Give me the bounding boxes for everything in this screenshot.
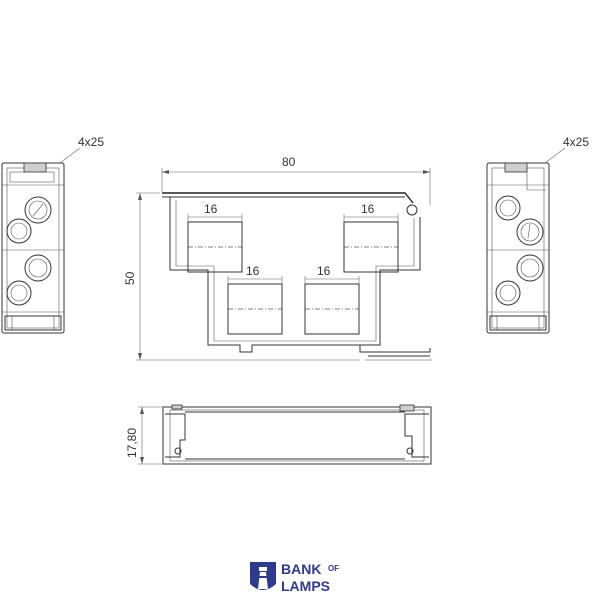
right-view-label: 4x25 [563,135,589,149]
bank-of-lamps-logo: BANK OF LAMPS [250,561,339,594]
left-view-label: 4x25 [78,135,104,149]
width-dimension: 80 [282,155,296,169]
slot-bottom-left-dimension: 16 [246,264,260,278]
right-side-view: 4x25 [486,135,589,334]
top-view: 17,80 [125,404,432,465]
depth-dimension: 17,80 [125,428,139,458]
logo-line1: BANK [281,561,321,577]
logo-of: OF [328,564,339,573]
front-view: 80 50 16 16 [123,155,432,361]
logo-line2: LAMPS [281,578,330,594]
slot-top-right-dimension: 16 [361,202,375,216]
height-dimension: 50 [123,271,137,285]
left-side-view: 4x25 [1,135,104,334]
slot-top-left-dimension: 16 [204,202,218,216]
slot-bottom-right-dimension: 16 [317,264,331,278]
